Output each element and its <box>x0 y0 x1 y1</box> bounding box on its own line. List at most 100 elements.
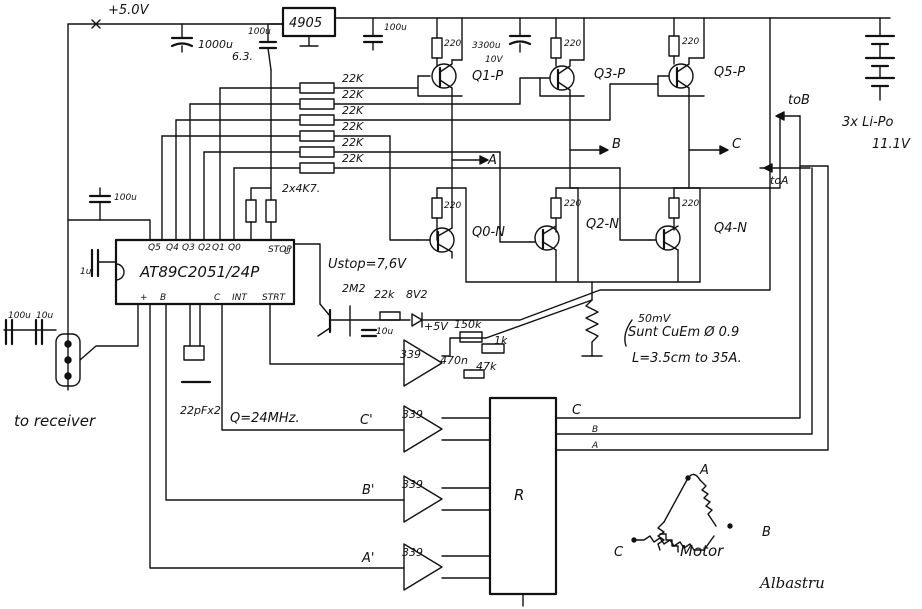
q5-label: Q5-P <box>714 65 745 80</box>
phase-c-arrow <box>719 145 729 155</box>
comp-current-in <box>441 337 487 357</box>
zener <box>411 313 423 327</box>
mcu-label: AT89C2051/24P <box>139 263 260 281</box>
stop-to-battery <box>421 17 771 321</box>
to-b-label: toB <box>788 93 810 108</box>
to-b-arrow <box>775 111 785 121</box>
comp-current <box>403 339 443 387</box>
r-1k-label: 1k <box>494 334 508 347</box>
cap-bulk-label: 3300u <box>472 41 501 51</box>
r220-q1: 220 <box>444 39 461 49</box>
mcu-pin-b: B <box>160 293 166 303</box>
to-a-arrow <box>763 163 773 173</box>
mcu-pin-plus: + <box>140 293 148 303</box>
comp-a-out <box>149 303 405 569</box>
r-22k-label: 22k <box>374 288 395 301</box>
r220-q0: 220 <box>444 201 461 211</box>
comp-b-part: 339 <box>402 478 423 491</box>
wire-to-b <box>569 115 801 189</box>
q4-label: Q4-N <box>714 221 747 236</box>
r-gate-2: 22K <box>342 88 364 101</box>
phase-b-label: B <box>612 137 621 152</box>
comp-a-label: A' <box>361 551 374 566</box>
mcu-pin-q2: Q2 <box>198 243 211 253</box>
regulator-gnd <box>299 35 319 47</box>
r-gate-4: 22K <box>342 120 364 133</box>
receiver-connector <box>55 333 81 387</box>
battery-voltage: 11.1V <box>872 137 911 152</box>
q5-p-transistor <box>657 17 705 189</box>
motor-symbol <box>631 473 733 553</box>
mcu-pin-int: INT <box>232 293 248 303</box>
cap-in1-label: 100u <box>8 311 31 321</box>
shunt-len: L=3.5cm to 35A. <box>632 351 742 366</box>
motor-c: C <box>614 545 624 560</box>
author-signature: Albastru <box>758 574 825 592</box>
q3-p-transistor <box>539 17 585 189</box>
rail-5v-label: +5.0V <box>108 3 150 18</box>
r-gate-3: 22K <box>342 104 364 117</box>
cap-reg-label: 100u <box>248 27 271 37</box>
comp-b-label: B' <box>362 483 375 498</box>
q0-label: Q0-N <box>472 225 505 240</box>
cap-1000u-plate2 <box>170 42 194 48</box>
motor-label: Motor <box>680 542 724 560</box>
mcu-pin-strt: STRT <box>262 293 286 303</box>
comp-c <box>403 405 443 453</box>
r-pull-1 <box>245 199 257 223</box>
r-pull-bus2 <box>267 47 272 71</box>
r-2m2-label: 2M2 <box>342 282 366 295</box>
rail-cross-2 <box>91 19 101 29</box>
receiver-label: to receiver <box>14 412 96 430</box>
shunt-v: 50mV <box>638 312 672 325</box>
comp-c-part: 339 <box>402 408 423 421</box>
cap-reset-label: 1u <box>80 267 92 277</box>
r-47k-label: 47k <box>476 360 497 373</box>
fb-a-label: A <box>591 441 598 451</box>
crystal <box>183 345 205 361</box>
r-gate-1: 22K <box>342 72 364 85</box>
rnet-label: R <box>514 486 524 504</box>
cap-bulk-plate2 <box>508 40 532 46</box>
fb-b <box>555 167 813 435</box>
mcu-pin-q5: Q5 <box>148 243 161 253</box>
r-1k <box>481 343 505 354</box>
xtal-caps-label: 22pFx2 <box>180 404 221 417</box>
comp-current-out <box>269 303 405 365</box>
zener-label: 8V2 <box>406 288 428 301</box>
q2-label: Q2-N <box>586 217 619 232</box>
to-a-label: toA <box>770 174 789 187</box>
mcu-pin-q3: Q3 <box>182 243 195 253</box>
mcu-pin-u: U <box>284 247 291 257</box>
fb-a <box>555 165 829 451</box>
mcu-pin-stop: STOP <box>268 245 292 255</box>
ustop-label: Ustop=7,6V <box>328 257 407 272</box>
phase-a-arrow <box>479 155 489 165</box>
shunt-desc: Sunt CuEm Ø 0.9 <box>628 325 739 340</box>
crystal-freq: Q=24MHz. <box>230 411 300 426</box>
r-150k <box>459 331 483 343</box>
ustop-wire <box>293 243 321 305</box>
comp-b <box>403 475 443 523</box>
phase-c-label: C <box>732 137 742 152</box>
r-gate-5: 22K <box>342 136 364 149</box>
fb-b-label: B <box>592 425 598 435</box>
battery-label: 3x Li-Po <box>842 115 893 130</box>
comp-c-out <box>221 303 405 431</box>
r220-q2: 220 <box>564 199 581 209</box>
rail-5v-wire <box>67 23 284 391</box>
r-pull-2 <box>265 199 277 223</box>
comp-a <box>403 543 443 591</box>
comp-a-part: 339 <box>402 546 423 559</box>
fb-c <box>555 115 801 419</box>
cap-bulk-volt: 10V <box>485 55 503 65</box>
r220-q4: 220 <box>682 199 699 209</box>
comp-current-supply: +5V <box>424 320 449 333</box>
cap-top-label: 100u <box>384 23 407 33</box>
r-150k-label: 150k <box>454 318 482 331</box>
q0-n-transistor <box>417 159 467 283</box>
c-470n-label: 470n <box>440 354 468 367</box>
q1-label: Q1-P <box>472 69 503 84</box>
shunt-resistor <box>585 299 599 357</box>
